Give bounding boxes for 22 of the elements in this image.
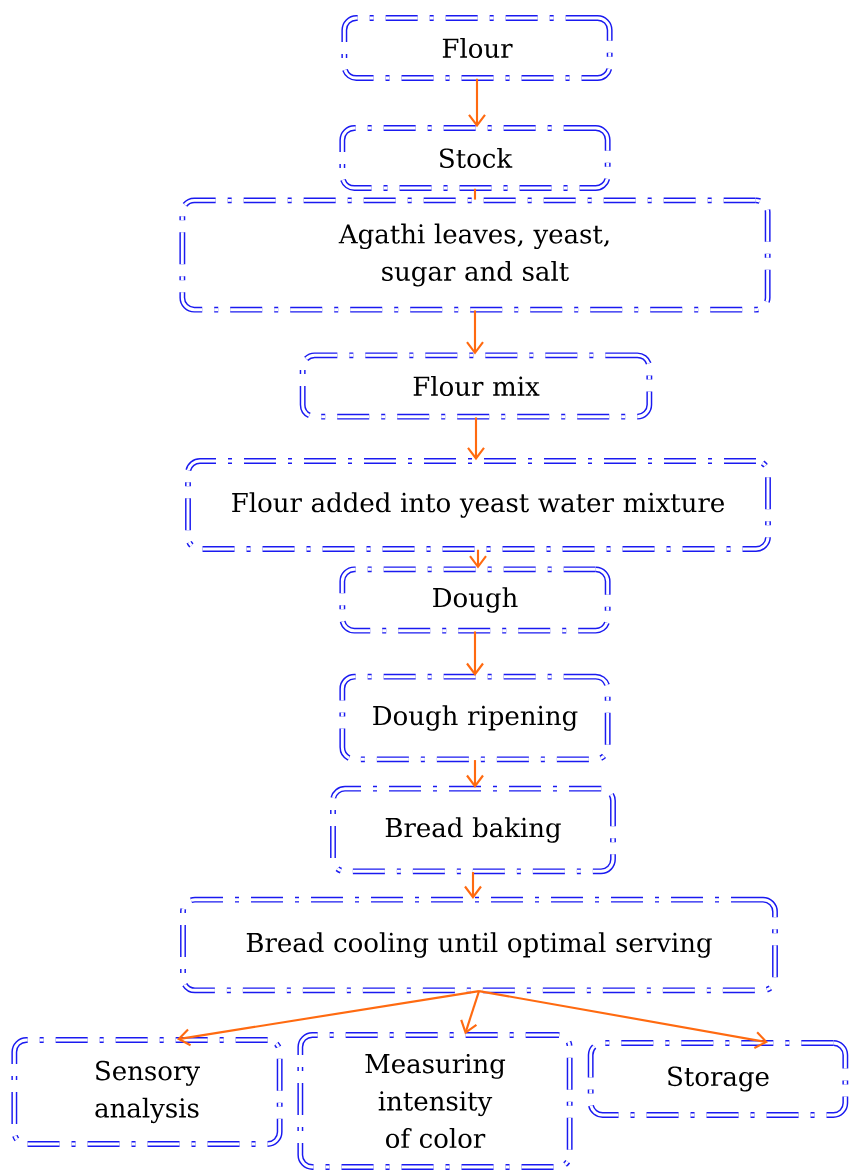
process-box: Bread baking xyxy=(330,785,616,875)
process-box: Dough ripening xyxy=(339,673,611,763)
process-box: Flour xyxy=(341,15,613,81)
process-box: Bread cooling until optimal serving xyxy=(180,896,778,994)
process-box: Measuring intensity of color xyxy=(297,1032,573,1170)
process-box: Flour added into yeast water mixture xyxy=(185,458,771,552)
arrow xyxy=(464,872,482,899)
process-box: Flour mix xyxy=(299,352,653,420)
arrow xyxy=(468,78,486,128)
process-box: Storage xyxy=(587,1040,849,1118)
process-box: Dough xyxy=(339,566,611,634)
process-box: Stock xyxy=(339,125,611,191)
arrow xyxy=(177,990,480,1047)
process-box: Agathi leaves, yeast, sugar and salt xyxy=(179,197,771,313)
arrow xyxy=(466,310,484,355)
arrow xyxy=(469,549,487,569)
arrow xyxy=(467,417,485,461)
process-box: Sensory analysis xyxy=(11,1037,283,1147)
arrow xyxy=(466,631,484,676)
arrow xyxy=(466,760,484,788)
arrow xyxy=(478,990,768,1049)
arrow xyxy=(460,990,480,1035)
